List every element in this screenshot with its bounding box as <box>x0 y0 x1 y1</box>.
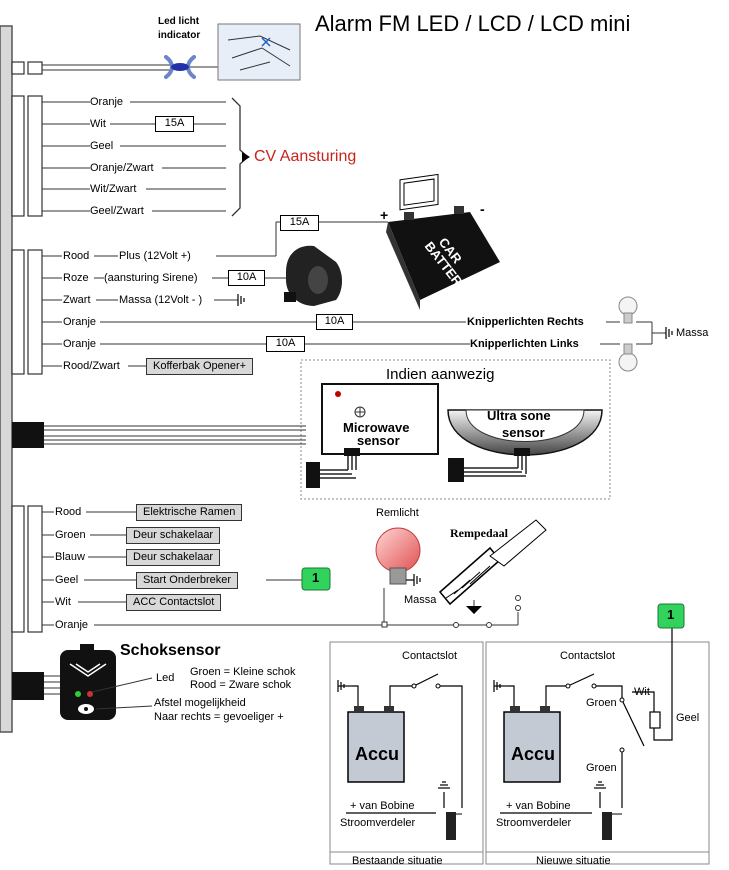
control-wire-3: Blauw <box>55 551 85 563</box>
knipper-bulb-right <box>618 296 638 324</box>
control-wire-2: Groen <box>55 529 86 541</box>
cv-wire-6: Geel/Zwart <box>90 205 144 217</box>
power-wire-1: Rood <box>63 250 90 262</box>
control-wire-5: Wit <box>55 596 71 608</box>
rempedaal-icon <box>438 519 547 606</box>
remlicht-bulb <box>375 527 421 585</box>
elektrische-ramen: Elektrische Ramen <box>136 504 243 521</box>
control-wire-6: Oranje <box>55 619 89 631</box>
schoksensor-title: Schoksensor <box>120 642 221 659</box>
massa-symbol-remlicht <box>406 574 421 586</box>
svg-text:+: + <box>380 207 388 223</box>
marker-1-right <box>657 603 685 629</box>
left-bobine-label: + van Bobine <box>350 800 415 812</box>
cv-wire-4: Oranje/Zwart <box>90 162 154 174</box>
accu-left <box>347 711 405 783</box>
sensor-connector <box>12 422 44 448</box>
right-contactslot-label: Contactslot <box>560 650 616 662</box>
fuse-siren: 10A <box>228 270 265 286</box>
shock-groen-label: Groen = Kleine schok <box>190 666 296 678</box>
kofferbak-opener: Kofferbak Opener+ <box>146 358 254 375</box>
cv-connector <box>11 95 43 217</box>
left-caption: Bestaande situatie <box>352 855 443 867</box>
led-indicator-label-2: indicator <box>158 30 201 41</box>
left-accu-label: Accu <box>355 744 400 764</box>
cv-wire-1: Oranje <box>90 96 124 108</box>
massa-label: Massa (12Volt - ) <box>119 294 203 306</box>
power-wire-6: Rood/Zwart <box>63 360 120 372</box>
right-wit-label: Wit <box>634 686 650 698</box>
right-bobine-label: + van Bobine <box>506 800 571 812</box>
svg-text:-: - <box>480 201 485 217</box>
power-wire-3: Zwart <box>63 294 91 306</box>
led-indicator-label-1: Led licht <box>158 16 200 27</box>
control-connector <box>11 505 43 633</box>
shock-afstel-label: Afstel mogelijkheid <box>154 697 246 709</box>
right-accu-label: Accu <box>511 744 556 764</box>
accu-right <box>503 711 561 783</box>
diagram-title: Alarm FM LED / LCD / LCD mini <box>315 11 631 36</box>
led-connector <box>11 61 43 75</box>
start-onderbreker: Start Onderbreker <box>136 572 239 589</box>
shock-rood-label: Rood = Zware schok <box>190 679 292 691</box>
microwave-label-1: Microwave <box>343 420 410 435</box>
microwave-box <box>321 383 439 455</box>
control-wire-1: Rood <box>55 506 82 518</box>
power-wire-4: Oranje <box>63 316 97 328</box>
shock-led-label: Led <box>156 672 175 684</box>
cv-label: CV Aansturing <box>254 148 357 165</box>
right-groen1-label: Groen <box>586 697 617 709</box>
knipper-bulb-left <box>618 343 638 372</box>
sensors-heading: Indien aanwezig <box>386 366 495 383</box>
battery-icon <box>386 173 500 310</box>
massa-symbol-power <box>237 294 673 339</box>
remlicht-label: Remlicht <box>376 507 419 519</box>
power-wire-5: Oranje <box>63 338 97 350</box>
power-connector <box>11 249 43 375</box>
siren-label: (aansturing Sirene) <box>104 272 198 284</box>
shock-rechts-label: Naar rechts = gevoeliger + <box>154 711 284 723</box>
alarm-unit-edge <box>0 25 13 733</box>
right-geel-label: Geel <box>676 712 700 724</box>
right-stroom-label: Stroomverdeler <box>496 817 572 829</box>
shock-connector <box>12 672 44 700</box>
rempedaal-label: Rempedaal <box>450 526 508 540</box>
control-wire-4: Geel <box>55 574 79 586</box>
massa-knipper-label: Massa <box>676 327 709 339</box>
right-circuit <box>493 628 673 814</box>
siren-icon <box>284 245 342 306</box>
power-wire-2: Roze <box>63 272 89 284</box>
marker-1-right-label: 1 <box>667 607 675 622</box>
shock-sensor-body <box>60 644 116 720</box>
left-contactslot-label: Contactslot <box>402 650 458 662</box>
marker-1-label: 1 <box>312 570 320 585</box>
microwave-label-2: sensor <box>357 433 400 448</box>
right-groen2-label: Groen <box>586 762 617 774</box>
cv-wire-3: Geel <box>90 140 114 152</box>
marker-1-left <box>301 567 331 591</box>
led-mount-picture <box>217 23 301 81</box>
deur-schakelaar-min: Deur schakelaar <box>126 549 221 566</box>
ultrasone-label-1: Ultra sone <box>487 408 551 423</box>
left-circuit <box>337 673 463 814</box>
acc-contactslot: ACC Contactslot <box>126 594 222 611</box>
knipper-rechts-label: Knipperlichten Rechts <box>467 316 584 328</box>
fuse-left: 10A <box>266 336 305 352</box>
cv-wire-2: Wit <box>90 118 106 130</box>
plus-label: Plus (12Volt +) <box>119 250 191 262</box>
ultrasone-label-2: sensor <box>502 425 545 440</box>
led-bulb <box>164 55 196 79</box>
right-caption: Nieuwe situatie <box>536 855 611 867</box>
left-stroom-label: Stroomverdeler <box>340 817 416 829</box>
fuse-right: 10A <box>316 314 353 330</box>
deur-schakelaar-plus: Deur schakelaar <box>126 527 221 544</box>
cv-fuse: 15A <box>155 116 194 132</box>
cv-wire-5: Wit/Zwart <box>90 183 137 195</box>
knipper-links-label: Knipperlichten Links <box>470 338 579 350</box>
massa-remlicht-label: Massa <box>404 594 437 606</box>
fuse-plus: 15A <box>280 215 319 231</box>
